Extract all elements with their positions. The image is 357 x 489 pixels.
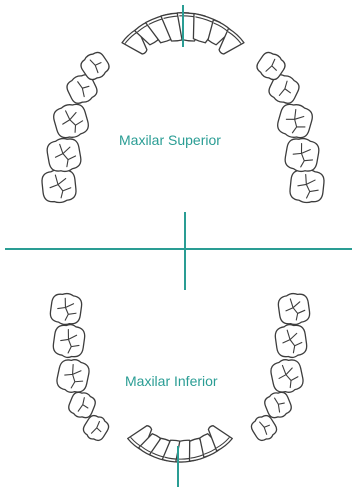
molar-tooth (283, 136, 320, 174)
molar-tooth (277, 292, 311, 327)
molar-tooth (51, 101, 91, 142)
molar-tooth (275, 101, 315, 142)
molar-tooth (49, 292, 83, 327)
lower-arch-label: Maxilar Inferior (125, 373, 218, 389)
molar-tooth (269, 357, 305, 396)
molar-tooth (45, 136, 82, 174)
molar-tooth (274, 323, 308, 360)
molar-tooth (289, 168, 325, 204)
upper-arch-label: Maxilar Superior (119, 132, 221, 148)
molar-tooth (52, 323, 86, 360)
molar-tooth (55, 357, 91, 396)
molar-tooth (41, 168, 77, 204)
